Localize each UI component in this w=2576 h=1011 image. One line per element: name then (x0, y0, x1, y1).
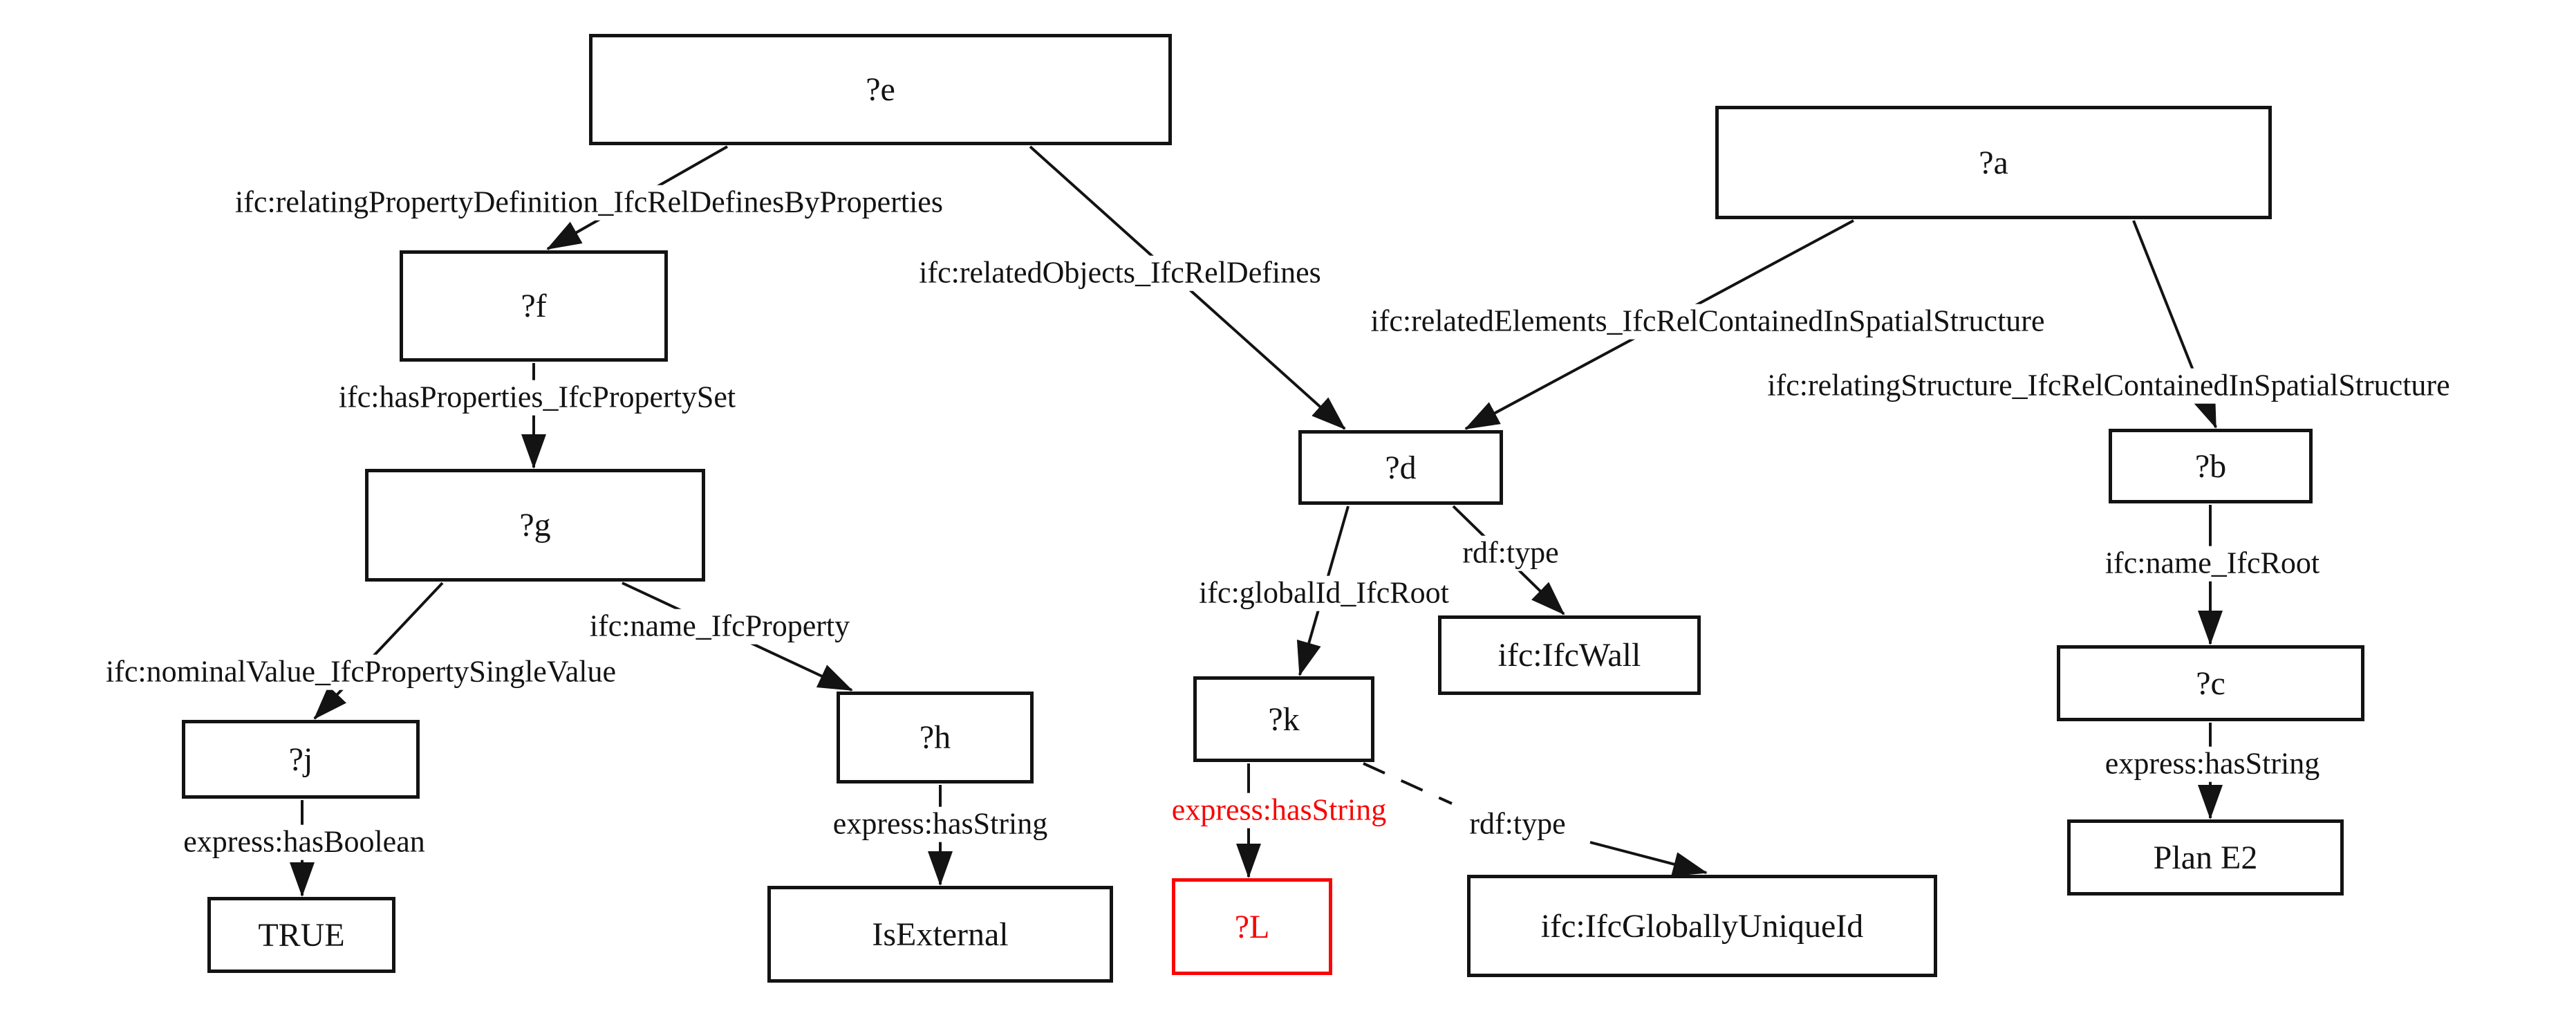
node-true: TRUE (207, 897, 395, 973)
edge-label-name-ifc-root: ifc:name_IfcRoot (2099, 546, 2326, 582)
node-k: ?k (1193, 676, 1374, 762)
edge-g-to-j (313, 582, 444, 720)
edge-label-has-string-c: express:hasString (2099, 746, 2326, 782)
node-d: ?d (1298, 430, 1503, 505)
edge-k-to-guid (1589, 841, 1708, 877)
node-e: ?e (589, 34, 1172, 145)
edge-label-rdf-type-k: rdf:type (1464, 806, 1571, 842)
edge-label-has-string-h: express:hasString (827, 806, 1054, 842)
edge-label-relating-structure: ifc:relatingStructure_IfcRelContainedInS… (1762, 368, 2456, 404)
node-plane2: Plan E2 (2067, 819, 2344, 896)
node-g: ?g (365, 469, 705, 582)
edge-label-rdf-type-d: rdf:type (1457, 535, 1565, 571)
edge-label-has-boolean: express:hasBoolean (178, 824, 431, 860)
node-c: ?c (2057, 645, 2364, 721)
node-a: ?a (1715, 106, 2272, 219)
edge-label-has-string-k: express:hasString (1166, 792, 1392, 828)
edge-label-name-ifc-property: ifc:name_IfcProperty (584, 609, 856, 644)
node-ifcguid: ifc:IfcGloballyUniqueId (1467, 875, 1937, 977)
node-isexternal: IsExternal (767, 886, 1113, 983)
edge-label-relating-property-definition: ifc:relatingPropertyDefinition_IfcRelDef… (230, 185, 949, 221)
node-l: ?L (1172, 878, 1332, 975)
edge-label-has-properties: ifc:hasProperties_IfcPropertySet (333, 380, 742, 416)
edge-label-global-id: ifc:globalId_IfcRoot (1193, 575, 1455, 611)
node-f: ?f (400, 250, 668, 362)
node-ifcwall: ifc:IfcWall (1438, 615, 1701, 695)
edge-label-related-objects: ifc:relatedObjects_IfcRelDefines (913, 255, 1327, 291)
node-b: ?b (2109, 429, 2313, 503)
edge-label-related-elements: ifc:relatedElements_IfcRelContainedInSpa… (1365, 304, 2051, 340)
node-j: ?j (182, 720, 420, 799)
edge-label-nominal-value: ifc:nominalValue_IfcPropertySingleValue (100, 654, 622, 690)
node-h: ?h (837, 692, 1034, 783)
edge-k-to-guid-dash (1363, 762, 1453, 805)
